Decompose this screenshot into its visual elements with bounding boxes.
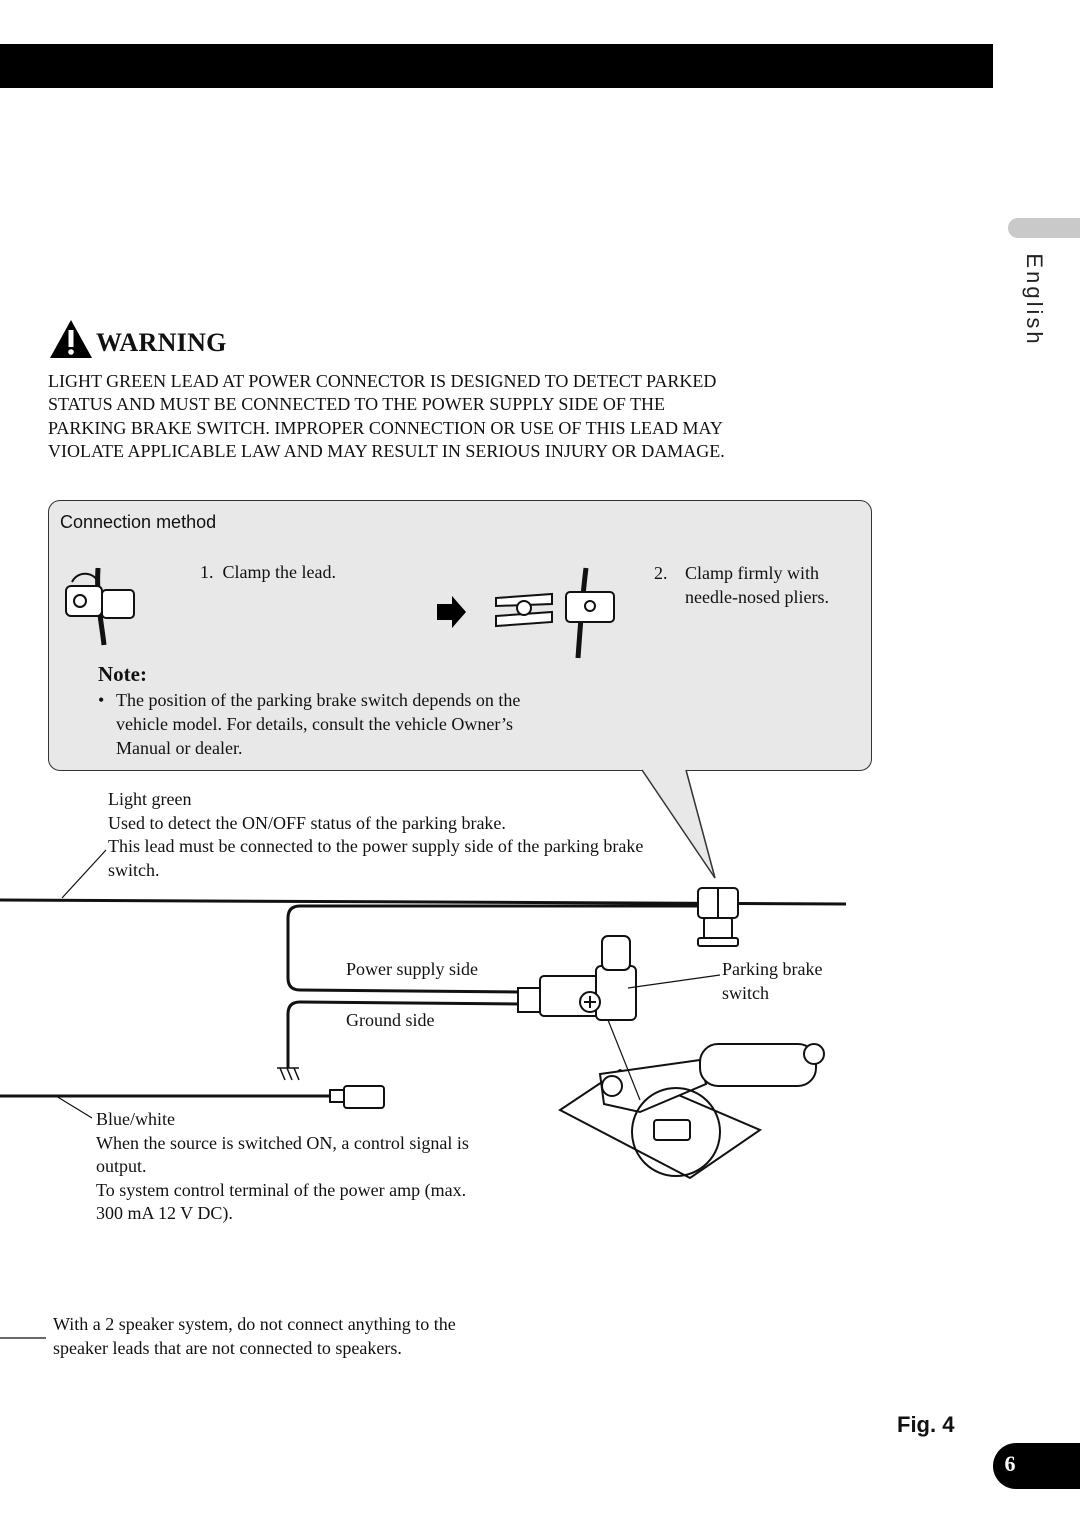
light-green-title: Light green [108, 789, 192, 809]
note-item: • The position of the parking brake swit… [98, 688, 538, 760]
blue-white-desc-2: To system control terminal of the power … [96, 1179, 467, 1224]
arrow-right-icon [437, 596, 466, 628]
connection-method-box [48, 500, 872, 771]
step-1-number: 1. [200, 562, 214, 582]
light-green-leader [61, 849, 107, 899]
blue-white-leader [55, 1095, 93, 1119]
step-1: 1. Clamp the lead. [200, 562, 336, 583]
note-title: Note: [98, 662, 147, 686]
blue-white-connector [329, 1085, 385, 1109]
light-green-desc-2: This lead must be connected to the power… [108, 836, 644, 880]
warning-text: LIGHT GREEN LEAD AT POWER CONNECTOR IS D… [48, 371, 725, 462]
blue-white-desc-1: When the source is switched ON, a contro… [96, 1132, 469, 1177]
step-2-number: 2. [654, 563, 668, 583]
parking-brake-switch-label: Parking brake switch [722, 959, 823, 1003]
ground-side-label: Ground side [346, 1010, 435, 1030]
pliers-illustration [495, 567, 615, 659]
light-green-label: Light green Used to detect the ON/OFF st… [108, 788, 688, 882]
switch-leader [627, 974, 721, 989]
callout-pointer [641, 769, 716, 879]
language-tab [1008, 218, 1080, 238]
ground-lead [286, 1000, 521, 1068]
speaker-note: With a 2 speaker system, do not connect … [53, 1314, 456, 1358]
blue-white-title: Blue/white [96, 1109, 175, 1129]
blue-white-label: Blue/white When the source is switched O… [96, 1108, 481, 1226]
step-1-text: Clamp the lead. [222, 562, 336, 582]
figure-label: Fig. 4 [897, 1412, 955, 1437]
connection-method-title: Connection method [60, 512, 217, 532]
clamp-lead-illustration [65, 567, 135, 646]
header-bar [0, 44, 993, 88]
step-2: 2. Clamp firmly with needle-nosed pliers… [654, 562, 855, 609]
warning-triangle-icon [50, 320, 92, 358]
step-2-text: Clamp firmly with needle-nosed pliers. [685, 563, 829, 607]
parking-brake-switch-illustration [517, 935, 637, 1021]
hand-brake-lever-illustration [558, 1043, 825, 1180]
warning-title: WARNING [96, 328, 227, 357]
lead-clamp-connector [697, 887, 739, 947]
light-green-desc-1: Used to detect the ON/OFF status of the … [108, 812, 506, 833]
lever-leader [607, 1019, 641, 1101]
page-number-tab [993, 1443, 1080, 1489]
ground-symbol [277, 1067, 300, 1081]
warning-heading: WARNING [48, 318, 227, 360]
bullet-icon: • [98, 690, 105, 710]
page-number: 6 [1004, 1451, 1016, 1476]
power-supply-side-label: Power supply side [346, 959, 478, 979]
power-supply-lead [286, 904, 700, 994]
note-text: The position of the parking brake switch… [116, 690, 521, 758]
